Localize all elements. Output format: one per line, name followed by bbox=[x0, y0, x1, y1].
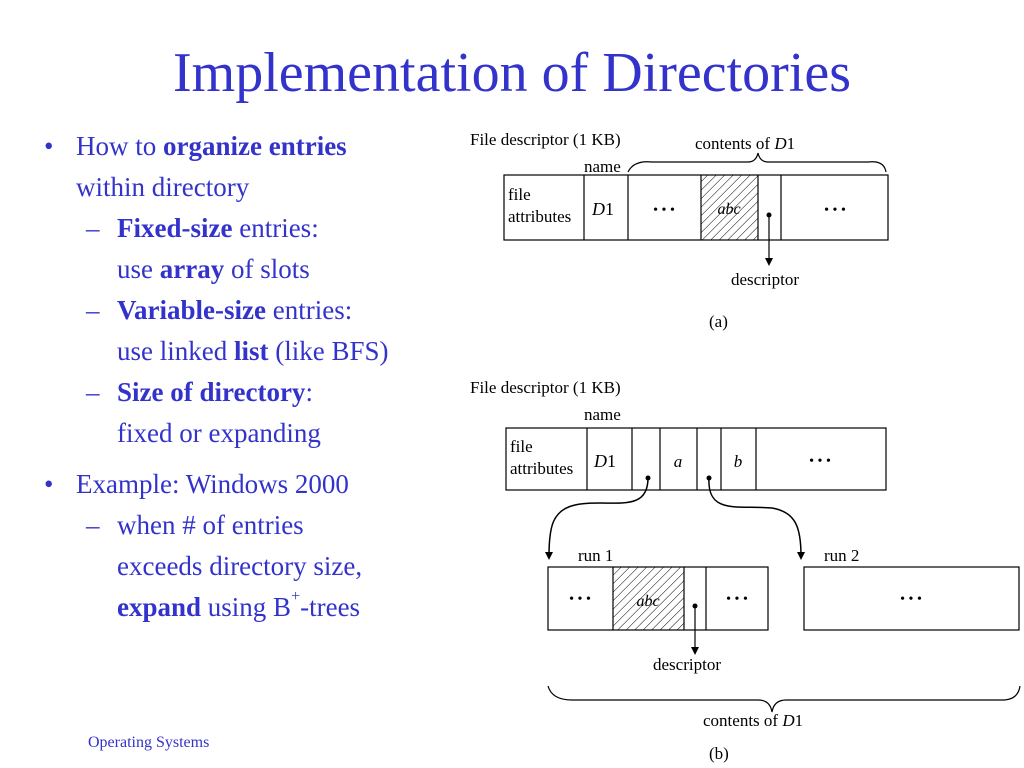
sub-bullet-text: use linked bbox=[117, 336, 234, 366]
sub-bullet-bold: Fixed-size bbox=[117, 213, 233, 243]
diagram-a-attr-line2: attributes bbox=[508, 207, 571, 226]
diagram-a-abc: abc bbox=[717, 201, 740, 218]
bullet-text: within directory bbox=[76, 172, 250, 202]
footer-course: Operating Systems bbox=[88, 734, 210, 751]
sub-bullet-fixed: – Fixed-size entries: bbox=[44, 208, 474, 249]
sub-bullet-variable-line2: use linked list (like BFS) bbox=[44, 331, 474, 372]
bullet-dot: • bbox=[44, 131, 54, 161]
diagram-b-run1-label: run 1 bbox=[578, 546, 613, 565]
diagram-b-header: File descriptor (1 KB) bbox=[470, 378, 621, 397]
slide-title: Implementation of Directories bbox=[173, 42, 851, 104]
diagram-a-dots-2: • • • bbox=[824, 203, 846, 218]
diagram-b-name-label: name bbox=[584, 405, 621, 424]
diagram-a-dots-1: • • • bbox=[653, 203, 675, 218]
diagram-b-brace bbox=[547, 685, 1021, 713]
diagram-b-run2 bbox=[803, 566, 1020, 631]
diagram-a-descriptor: descriptor bbox=[731, 270, 799, 289]
diagram-a-attr-line1: file bbox=[508, 185, 531, 204]
sub-bullet-text: entries: bbox=[265, 295, 353, 325]
bullet-dot: • bbox=[44, 469, 54, 499]
diagram-a: File descriptor (1 KB) contents of D1 na… bbox=[470, 130, 889, 331]
diagram-b-arrow-run2 bbox=[708, 477, 805, 560]
diagram-b-dots: • • • bbox=[809, 454, 831, 469]
sub-bullet-text: use bbox=[117, 254, 160, 284]
superscript-plus: + bbox=[291, 588, 301, 605]
diagram-a-record bbox=[503, 174, 889, 241]
sub-bullet-variable: – Variable-size entries: bbox=[44, 290, 474, 331]
sub-bullet-size-line2: fixed or expanding bbox=[44, 413, 474, 454]
diagram-a-header: File descriptor (1 KB) bbox=[470, 130, 621, 149]
sub-bullet-text: : bbox=[305, 377, 313, 407]
bullet-text: How to bbox=[76, 131, 163, 161]
diagram-b-contents-label: contents of D1 bbox=[703, 711, 803, 730]
sub-bullet-bold: array bbox=[159, 254, 225, 284]
diagram-b-b: b bbox=[734, 452, 743, 471]
diagram-a-d1: D1 bbox=[591, 199, 614, 219]
sub-bullet-text: fixed or expanding bbox=[117, 418, 321, 448]
diagram-b-d1: D1 bbox=[593, 451, 616, 471]
diagram-b-run2-label: run 2 bbox=[824, 546, 859, 565]
diagram-b-run1-dots-2: • • • bbox=[726, 592, 748, 607]
sub-bullet-dash: – bbox=[86, 510, 100, 540]
diagram-b-arrow-run1 bbox=[545, 477, 649, 560]
diagram-a-contents-label: contents of D1 bbox=[695, 134, 795, 153]
diagram-b-descriptor: descriptor bbox=[653, 655, 721, 674]
bullet-organize: • How to organize entries bbox=[44, 126, 474, 167]
bullet-bold: organize entries bbox=[163, 131, 347, 161]
diagram-a-abc-hatch bbox=[701, 175, 758, 240]
sub-bullet-text: when # of entries bbox=[117, 510, 304, 540]
sub-bullet-dash: – bbox=[86, 213, 100, 243]
sub-bullet-text: (like BFS) bbox=[268, 336, 389, 366]
diagram-b: File descriptor (1 KB) name file attribu… bbox=[470, 378, 1021, 763]
bullet-text: Example: Windows 2000 bbox=[76, 469, 349, 499]
sub-bullet-bold: Size of directory bbox=[117, 377, 306, 407]
diagram-b-abc: abc bbox=[636, 593, 659, 610]
bullet-example: • Example: Windows 2000 bbox=[44, 464, 474, 505]
sub-bullet-text: exceeds directory size, bbox=[117, 551, 363, 581]
diagram-b-caption: (b) bbox=[709, 744, 729, 763]
sub-bullet-fixed-line2: use array of slots bbox=[44, 249, 474, 290]
diagram-a-caption: (a) bbox=[709, 312, 728, 331]
sub-bullet-text: of slots bbox=[224, 254, 310, 284]
diagram-b-run2-dots: • • • bbox=[900, 592, 922, 607]
bullet-organize-line2: within directory bbox=[44, 167, 474, 208]
sub-bullet-bold: Variable-size bbox=[117, 295, 266, 325]
sub-bullet-text: -trees bbox=[300, 592, 361, 622]
diagram-b-run1-dots-1: • • • bbox=[569, 592, 591, 607]
diagram-a-name-label: name bbox=[584, 157, 621, 176]
bullet-list: • How to organize entries within directo… bbox=[44, 126, 474, 628]
sub-bullet-bold: list bbox=[233, 336, 269, 366]
sub-bullet-dash: – bbox=[86, 377, 100, 407]
sub-bullet-expand-line2: exceeds directory size, bbox=[44, 546, 474, 587]
sub-bullet-text: using B bbox=[201, 592, 292, 622]
sub-bullet-expand: – when # of entries bbox=[44, 505, 474, 546]
sub-bullet-size: – Size of directory: bbox=[44, 372, 474, 413]
diagram-b-attr-line1: file bbox=[510, 437, 533, 456]
sub-bullet-dash: – bbox=[86, 295, 100, 325]
sub-bullet-bold: expand bbox=[117, 592, 202, 622]
diagram-b-abc-hatch bbox=[613, 567, 684, 630]
sub-bullet-text: entries: bbox=[232, 213, 319, 243]
diagram-a-brace bbox=[627, 152, 887, 173]
diagram-b-a: a bbox=[674, 452, 683, 471]
sub-bullet-expand-line3: expand using B+-trees bbox=[44, 587, 474, 628]
diagram-b-attr-line2: attributes bbox=[510, 459, 573, 478]
diagram-b-record bbox=[505, 427, 887, 491]
